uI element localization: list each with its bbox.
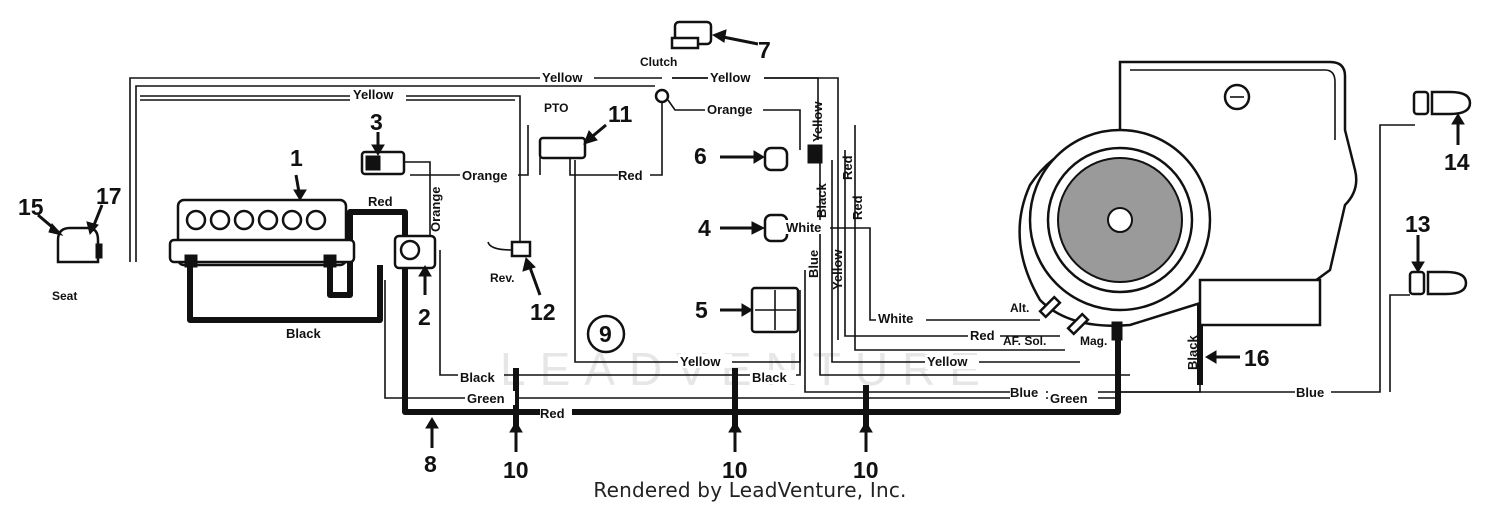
- wire-label-red: Red: [840, 155, 855, 180]
- battery-cells: [185, 209, 327, 231]
- label-mag: Mag.: [1080, 334, 1107, 348]
- starter-solenoid: [393, 234, 437, 270]
- callout-9: 9: [599, 321, 612, 347]
- callout-16: 16: [1244, 345, 1270, 371]
- callout-arrows: [37, 29, 1465, 452]
- wire-label-yellow: Yellow: [680, 354, 721, 369]
- callout-3: 3: [370, 109, 383, 135]
- callout-10-a: 10: [503, 457, 529, 483]
- wire-label-red: Red: [618, 168, 643, 183]
- wire-label-green: Green: [467, 391, 505, 406]
- wire-label-orange: Orange: [462, 168, 508, 183]
- wire-labels: Yellow Yellow Yellow Orange Orange Red R…: [286, 70, 1331, 421]
- sender-6: [763, 144, 823, 172]
- callout-13: 13: [1405, 211, 1431, 237]
- label-alt: Alt.: [1010, 301, 1029, 315]
- wire-label-red: Red: [850, 195, 865, 220]
- callout-1: 1: [290, 145, 303, 171]
- wire-label-yellow: Yellow: [710, 70, 751, 85]
- callout-7: 7: [758, 37, 771, 63]
- ignition-switch: [763, 213, 789, 243]
- reverse-switch: [487, 240, 532, 258]
- label-pto: PTO: [544, 101, 568, 115]
- callout-11: 11: [608, 101, 633, 127]
- callout-6: 6: [694, 143, 707, 169]
- callout-5: 5: [695, 297, 708, 323]
- callout-2: 2: [418, 304, 431, 330]
- callout-14: 14: [1444, 149, 1470, 175]
- wire-label-yellow: Yellow: [927, 354, 968, 369]
- headlight-13: [1408, 270, 1468, 296]
- wire-label-orange: Orange: [707, 102, 753, 117]
- wire-label-blue: Blue: [1296, 385, 1324, 400]
- clutch-connector: [654, 20, 713, 104]
- wire-label-blue: Blue: [806, 250, 821, 278]
- credit-text: Rendered by LeadVenture, Inc.: [593, 478, 907, 502]
- callout-10-c: 10: [853, 457, 879, 483]
- callout-10-b: 10: [722, 457, 748, 483]
- headlight-14: [1412, 90, 1472, 116]
- wire-label-yellow: Yellow: [542, 70, 583, 85]
- callout-8: 8: [424, 451, 437, 477]
- callout-4: 4: [698, 215, 711, 241]
- wire-label-red: Red: [368, 194, 393, 209]
- callout-17: 17: [96, 183, 122, 209]
- wire-label-blue: Blue: [1010, 385, 1038, 400]
- callout-numbers: 1 2 3 4 5 6 7 8 9 10 10 10 11 12 13 14 1…: [18, 37, 1470, 483]
- fuse-holder: [360, 150, 406, 176]
- engine: [1018, 60, 1358, 327]
- wire-label-green: Green: [1050, 391, 1088, 406]
- thin-wires: [129, 77, 1415, 399]
- component-labels: Clutch PTO Rev. Seat Alt. AF. Sol. Mag.: [52, 55, 1107, 348]
- wire-label-black: Black: [286, 326, 321, 341]
- wire-label-red: Red: [970, 328, 995, 343]
- wire-label-yellow: Yellow: [830, 249, 845, 290]
- module-5: [750, 286, 800, 334]
- seat-switch: [56, 226, 103, 264]
- label-rev: Rev.: [490, 271, 514, 285]
- pto-switch: [538, 136, 587, 160]
- engine-connectors: [1038, 295, 1123, 341]
- label-clutch: Clutch: [640, 55, 677, 69]
- thick-cables: [187, 209, 1203, 428]
- wire-label-white: White: [786, 220, 821, 235]
- label-seat: Seat: [52, 289, 77, 303]
- wire-label-black: Black: [752, 370, 787, 385]
- wire-label-red: Red: [540, 406, 565, 421]
- battery: [168, 198, 356, 268]
- wire-label-white: White: [878, 311, 913, 326]
- callout-12: 12: [530, 299, 556, 325]
- wire-label-yellow: Yellow: [810, 101, 825, 142]
- wire-label-black: Black: [1185, 335, 1200, 370]
- callout-15: 15: [18, 194, 44, 220]
- callout-9-circle: [586, 314, 626, 354]
- label-af-sol: AF. Sol.: [1003, 334, 1046, 348]
- wire-label-black: Black: [814, 183, 829, 218]
- watermark-text: LEADVENTURE: [500, 343, 994, 395]
- wire-label-black: Black: [460, 370, 495, 385]
- wire-label-yellow: Yellow: [353, 87, 394, 102]
- wire-label-orange: Orange: [428, 186, 443, 232]
